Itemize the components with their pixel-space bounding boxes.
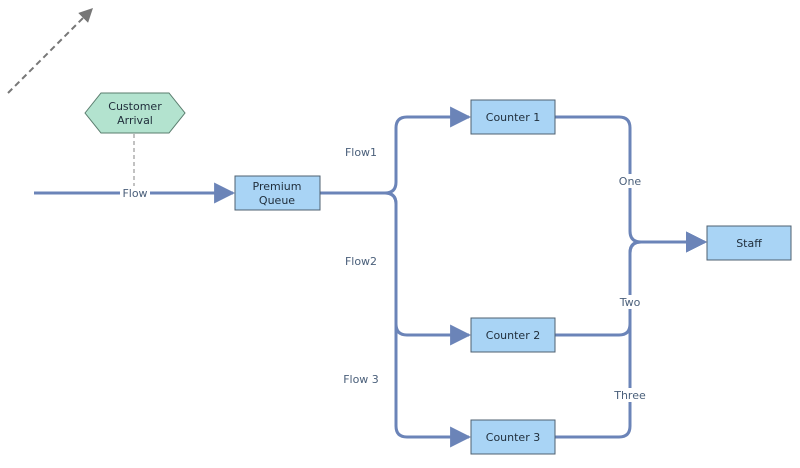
- customer-arrival-label-line1: Customer: [108, 100, 162, 113]
- flow3-edge[interactable]: [320, 191, 472, 448]
- counter-3-label: Counter 3: [486, 431, 540, 444]
- three-edge[interactable]: [555, 231, 708, 439]
- three-edge-label-group: Three: [612, 388, 648, 402]
- premium-queue-label-line2: Queue: [259, 194, 295, 207]
- flow1-edge[interactable]: [320, 106, 472, 195]
- counter-2-node[interactable]: Counter 2: [470, 317, 556, 353]
- one-edge-label: One: [619, 175, 642, 188]
- counter-3-node[interactable]: Counter 3: [470, 419, 556, 455]
- one-edge-label-group: One: [615, 174, 645, 188]
- dashed-diagonal-arrow[interactable]: [7, 8, 93, 94]
- three-edge-label: Three: [613, 389, 646, 402]
- flow3-edge-label: Flow 3: [343, 373, 379, 386]
- premium-queue-label-line1: Premium: [253, 180, 302, 193]
- two-edge-label-group: Two: [616, 295, 644, 309]
- two-edge-label: Two: [619, 296, 641, 309]
- staff-label: Staff: [736, 237, 762, 250]
- premium-queue-node[interactable]: Premium Queue: [234, 175, 321, 211]
- staff-node[interactable]: Staff: [706, 225, 792, 261]
- customer-arrival-node[interactable]: Customer Arrival: [84, 92, 186, 134]
- customer-arrival-label-line2: Arrival: [117, 114, 153, 127]
- flow-edge-label: Flow: [122, 187, 147, 200]
- flow2-edge-label: Flow2: [345, 255, 377, 268]
- flow-edge-label-group: Flow: [120, 186, 150, 200]
- counter-1-node[interactable]: Counter 1: [470, 99, 556, 135]
- counter-1-label: Counter 1: [486, 111, 540, 124]
- flow1-edge-label: Flow1: [345, 146, 377, 159]
- counter-2-label: Counter 2: [486, 329, 540, 342]
